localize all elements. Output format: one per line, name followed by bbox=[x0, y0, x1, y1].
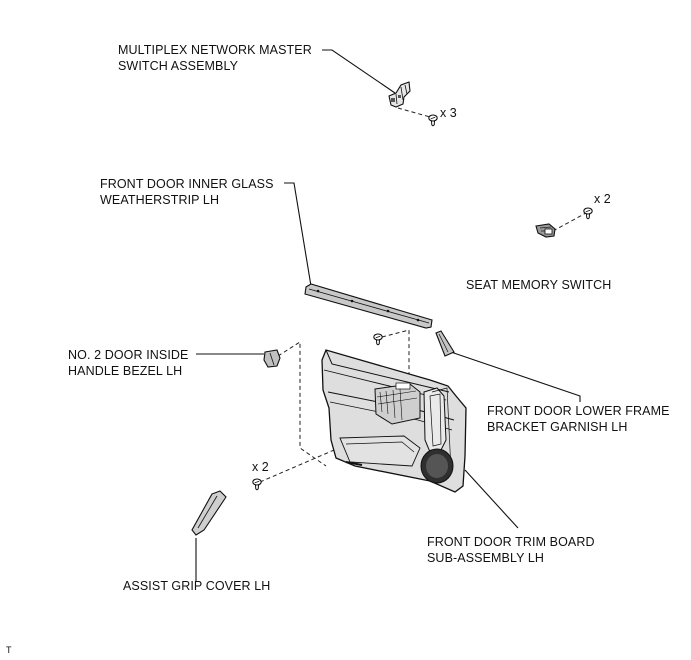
qty-seat-memory-screws: x 2 bbox=[594, 192, 611, 206]
label-frame-garnish-line1: FRONT DOOR LOWER FRAME bbox=[487, 404, 670, 418]
label-assist-grip-line1: ASSIST GRIP COVER LH bbox=[123, 579, 271, 593]
label-handle-bezel-line1: NO. 2 DOOR INSIDE bbox=[68, 348, 189, 362]
qty-master-switch-screws: x 3 bbox=[440, 106, 457, 120]
leader-lines bbox=[195, 49, 581, 582]
assist-grip-cover-part bbox=[191, 490, 227, 536]
label-handle-bezel: NO. 2 DOOR INSIDE HANDLE BEZEL LH bbox=[68, 347, 188, 379]
corner-mark: T bbox=[6, 645, 12, 655]
weatherstrip-part bbox=[304, 283, 433, 329]
trim-board-part bbox=[321, 349, 467, 493]
label-frame-garnish-line2: BRACKET GARNISH LH bbox=[487, 420, 628, 434]
label-trim-board: FRONT DOOR TRIM BOARD SUB-ASSEMBLY LH bbox=[427, 534, 595, 566]
label-weatherstrip-line2: WEATHERSTRIP LH bbox=[100, 193, 220, 207]
label-trim-board-line2: SUB-ASSEMBLY LH bbox=[427, 551, 545, 565]
label-seat-memory-line1: SEAT MEMORY SWITCH bbox=[466, 278, 612, 292]
master-switch-part bbox=[388, 81, 411, 108]
label-assist-grip: ASSIST GRIP COVER LH bbox=[123, 578, 270, 594]
label-master-switch: MULTIPLEX NETWORK MASTER SWITCH ASSEMBLY bbox=[118, 42, 312, 74]
handle-bezel-part bbox=[263, 349, 281, 368]
label-trim-board-line1: FRONT DOOR TRIM BOARD bbox=[427, 535, 595, 549]
label-weatherstrip: FRONT DOOR INNER GLASS WEATHERSTRIP LH bbox=[100, 176, 274, 208]
qty-trim-board-screws: x 2 bbox=[252, 460, 269, 474]
label-seat-memory: SEAT MEMORY SWITCH bbox=[466, 277, 611, 293]
label-weatherstrip-line1: FRONT DOOR INNER GLASS bbox=[100, 177, 274, 191]
seat-memory-switch-part bbox=[535, 223, 556, 238]
label-master-switch-line2: SWITCH ASSEMBLY bbox=[118, 59, 239, 73]
frame-garnish-part bbox=[435, 330, 455, 357]
label-handle-bezel-line2: HANDLE BEZEL LH bbox=[68, 364, 183, 378]
label-master-switch-line1: MULTIPLEX NETWORK MASTER bbox=[118, 43, 312, 57]
label-frame-garnish: FRONT DOOR LOWER FRAME BRACKET GARNISH L… bbox=[487, 403, 670, 435]
